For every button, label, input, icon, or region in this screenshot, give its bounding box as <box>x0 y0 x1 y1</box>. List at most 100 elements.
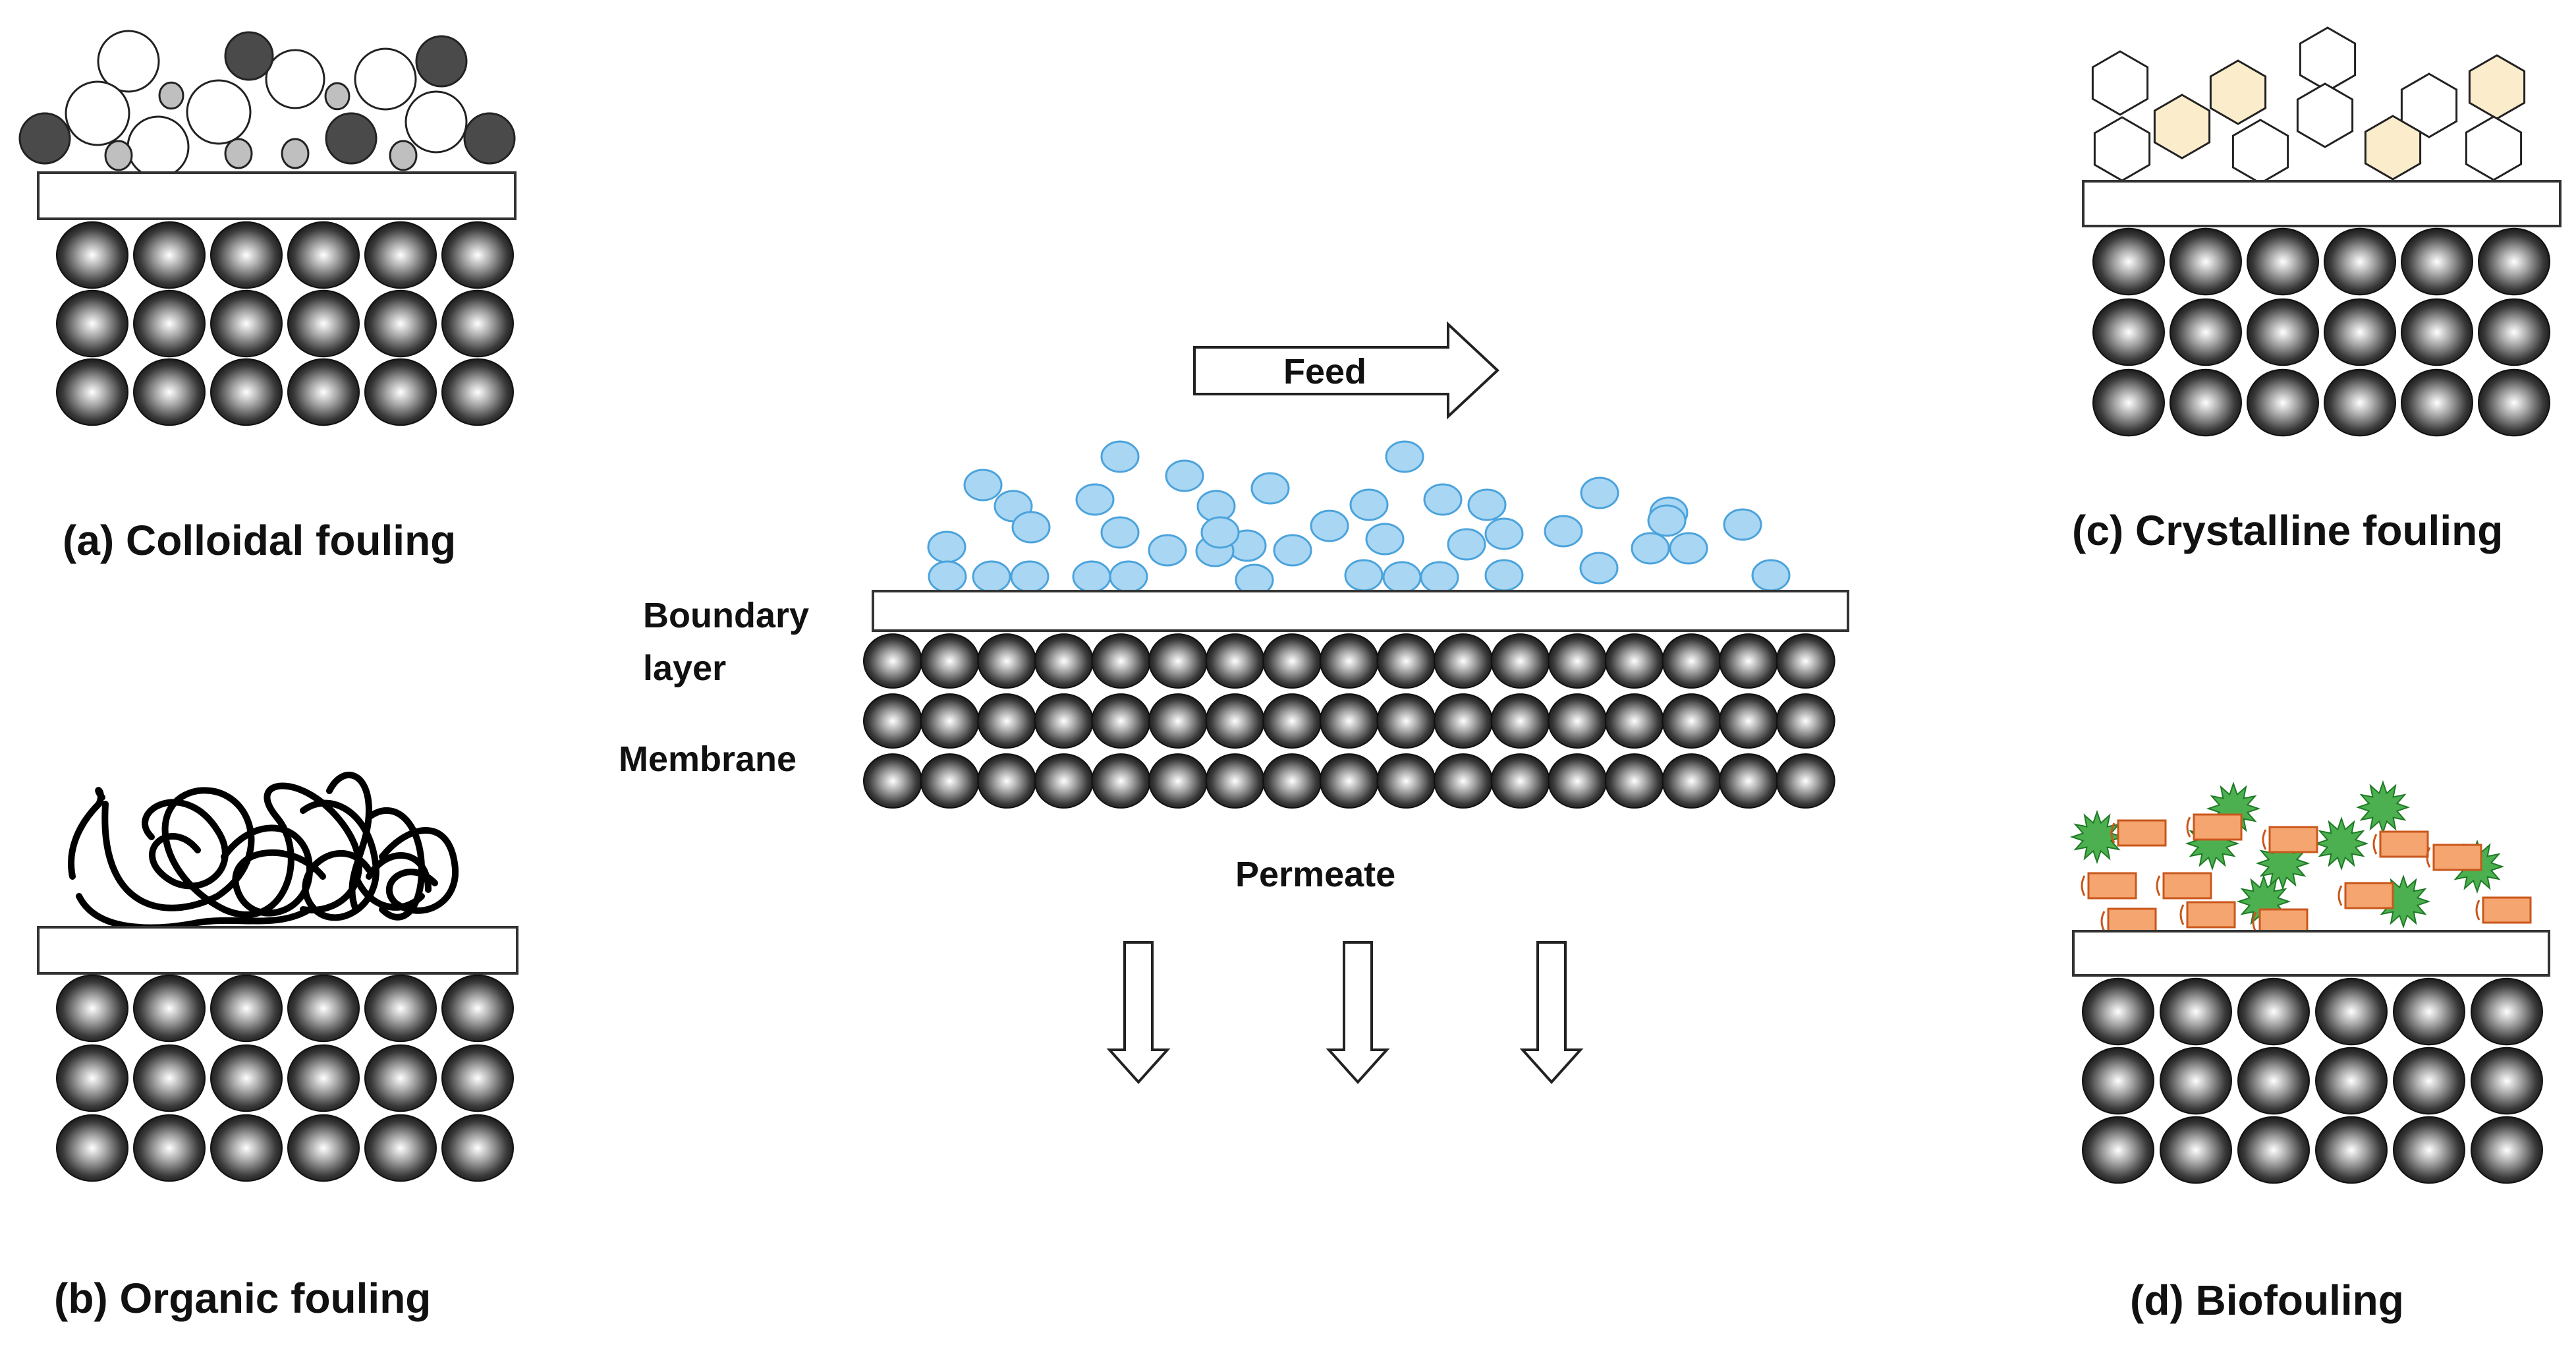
membrane-sphere <box>2247 298 2319 366</box>
membrane-sphere <box>441 289 514 358</box>
bacteria-flagellum <box>2262 829 2267 850</box>
membrane-sphere <box>920 693 980 749</box>
membrane-sphere <box>2401 298 2473 366</box>
foulant-particle <box>927 531 966 563</box>
membrane-sphere <box>364 1044 437 1112</box>
membrane-sphere <box>364 1114 437 1182</box>
membrane-sphere <box>56 221 128 289</box>
membrane-sphere <box>56 1114 128 1182</box>
membrane-sphere <box>1376 753 1436 809</box>
colloid-particle <box>97 30 160 93</box>
membrane-sphere <box>133 974 206 1043</box>
membrane-sphere <box>1376 633 1436 689</box>
membrane-spheres <box>56 974 514 1182</box>
colloid-particles <box>18 30 516 179</box>
bacteria-flagellum <box>2100 911 2106 932</box>
foulant-particle <box>1200 516 1240 549</box>
membrane-sphere <box>1548 693 1608 749</box>
bacteria-flagellum <box>2372 834 2378 855</box>
membrane-sphere <box>2237 1116 2310 1184</box>
membrane-sphere <box>1376 693 1436 749</box>
membrane-sphere <box>2324 227 2396 296</box>
boundary-layer <box>872 590 1849 632</box>
membrane-sphere <box>2237 977 2310 1046</box>
foulant-particle <box>1109 560 1148 593</box>
foulant-particle <box>1273 534 1312 567</box>
colloid-particle <box>265 49 325 109</box>
panel-center-membrane: Feed Boundary layer Membrane Permeate <box>619 321 1849 1084</box>
membrane-sphere <box>1091 693 1151 749</box>
membrane-sphere <box>2315 977 2388 1046</box>
colloid-particle <box>324 82 350 111</box>
membrane-sphere <box>2471 977 2543 1046</box>
membrane-sphere <box>1091 753 1151 809</box>
bacteria-rod <box>2193 813 2243 841</box>
bacteria-cell <box>2206 781 2261 836</box>
crystal-hexagon <box>2299 26 2357 92</box>
colloid-particle <box>158 81 184 110</box>
membrane-sphere <box>2324 298 2396 366</box>
membrane-sphere <box>1490 633 1550 689</box>
membrane-sphere <box>2082 1047 2154 1115</box>
membrane-sphere <box>1548 633 1608 689</box>
membrane-sphere <box>1205 753 1265 809</box>
foulant-particle <box>1647 504 1687 537</box>
membrane-sphere <box>920 753 980 809</box>
foulant-particle <box>1365 523 1405 556</box>
bacteria-flagellum <box>2186 817 2191 838</box>
foulant-particle <box>1010 560 1050 593</box>
membrane-sphere <box>1604 753 1664 809</box>
membrane-sphere <box>2237 1047 2310 1115</box>
foulant-particles <box>927 440 1791 596</box>
membrane-sphere <box>1262 693 1322 749</box>
membrane-sphere <box>1776 753 1835 809</box>
membrane-sphere <box>1776 693 1835 749</box>
bacteria-flagellum <box>2081 875 2086 896</box>
membrane-sphere <box>2471 1047 2543 1115</box>
permeate-arrows <box>1106 941 1584 1084</box>
membrane-sphere <box>1205 633 1265 689</box>
membrane-sphere <box>920 633 980 689</box>
membrane-sphere <box>210 974 283 1043</box>
membrane-sphere <box>210 1044 283 1112</box>
membrane-sphere <box>1719 633 1778 689</box>
membrane-sphere <box>1319 693 1379 749</box>
membrane-sphere <box>2478 368 2550 437</box>
membrane-sphere <box>364 974 437 1043</box>
foulant-particle <box>1447 528 1486 561</box>
membrane-sphere <box>1148 693 1208 749</box>
boundary-layer-label-line2: layer <box>643 648 726 688</box>
crystal-hexagon <box>2153 94 2211 159</box>
panel-b-caption: (b) Organic fouling <box>54 1275 431 1322</box>
membrane-sphere <box>1262 753 1322 809</box>
foulant-particle <box>1072 560 1111 593</box>
membrane-sphere <box>1604 693 1664 749</box>
membrane-sphere <box>210 358 283 426</box>
membrane-sphere <box>977 633 1037 689</box>
membrane-sphere <box>2160 1116 2232 1184</box>
permeate-arrow-right <box>1519 941 1584 1084</box>
membrane-sphere <box>1548 753 1608 809</box>
foulant-particle <box>1250 472 1290 505</box>
membrane-sphere <box>287 974 360 1043</box>
membrane-sphere <box>1205 693 1265 749</box>
bacteria-cells <box>2069 780 2532 936</box>
foulant-particle <box>1484 517 1524 550</box>
bacteria-flagellum <box>2156 875 2161 896</box>
panel-organic-fouling: (b) Organic fouling <box>37 772 518 1322</box>
membrane-sphere <box>2082 1116 2154 1184</box>
boundary-layer <box>37 926 518 975</box>
membrane-sphere <box>1319 753 1379 809</box>
membrane-sphere <box>2315 1047 2388 1115</box>
bacteria-flagellum <box>2110 822 2115 844</box>
bacteria-rod <box>2162 872 2212 900</box>
foulant-particle <box>1382 561 1422 594</box>
membrane-sphere <box>2247 227 2319 296</box>
membrane-sphere <box>2082 977 2154 1046</box>
membrane-spheres <box>56 221 514 426</box>
membrane-spheres <box>863 633 1835 809</box>
membrane-sphere <box>364 289 437 358</box>
colloid-particle <box>126 115 190 179</box>
bacteria-flagellum <box>2426 847 2431 868</box>
membrane-sphere <box>1490 753 1550 809</box>
